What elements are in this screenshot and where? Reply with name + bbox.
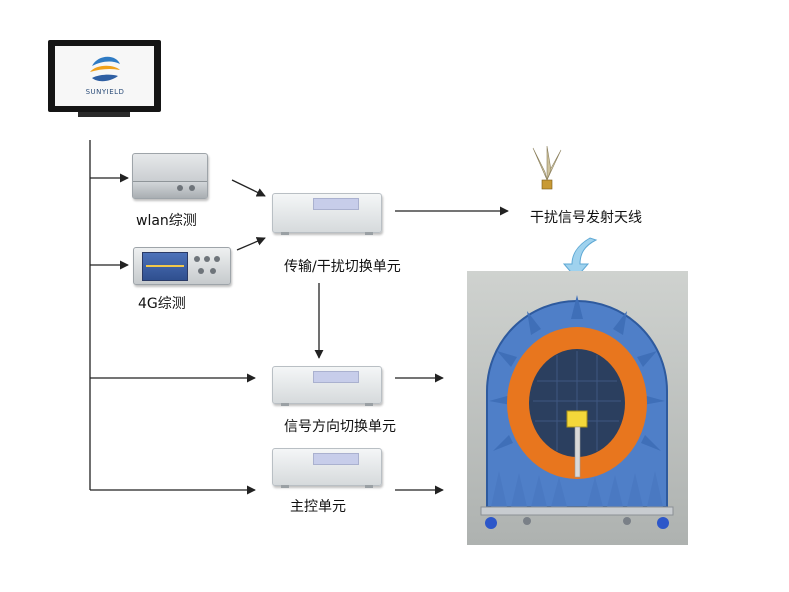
unit-foot <box>281 403 289 406</box>
monitor-stand <box>78 112 130 117</box>
anechoic-chamber-icon <box>480 295 674 529</box>
sunyield-logo-icon <box>90 56 120 82</box>
unit-foot <box>365 403 373 406</box>
knob-icon <box>194 256 200 262</box>
spectrum-trace <box>146 265 184 267</box>
transfer-unit-label: 传输/干扰切换单元 <box>284 259 401 275</box>
wlan-to-transfer <box>231 179 266 197</box>
wlan-tester-front-panel <box>133 181 207 198</box>
knob-icon <box>210 268 216 274</box>
connector-icon <box>177 185 183 191</box>
main-control-label: 主控单元 <box>290 499 346 515</box>
wlan-tester-label: wlan综测 <box>136 213 197 229</box>
unit-top-panel <box>313 453 359 465</box>
unit-foot <box>365 485 373 488</box>
knob-icon <box>214 256 220 262</box>
antenna-icon <box>532 145 562 190</box>
anechoic-chamber-image <box>467 271 688 545</box>
connector-icon <box>189 185 195 191</box>
wlan-tester-device <box>132 153 208 199</box>
direction-unit-label: 信号方向切换单元 <box>284 419 396 435</box>
unit-top-panel <box>313 198 359 210</box>
knob-icon <box>204 256 210 262</box>
antenna-label: 干扰信号发射天线 <box>530 210 642 226</box>
unit-top-panel <box>313 371 359 383</box>
direction-switching-unit <box>272 366 382 406</box>
lte-tester-screen <box>142 252 188 281</box>
unit-foot <box>281 485 289 488</box>
4g-to-transfer <box>236 237 266 251</box>
logo-text: SUNYIELD <box>85 88 125 96</box>
main-control-unit <box>272 448 382 488</box>
lte-tester-device <box>133 247 231 285</box>
transfer-switching-unit <box>272 193 382 235</box>
unit-foot <box>365 232 373 235</box>
knob-icon <box>198 268 204 274</box>
lte-tester-label: 4G综测 <box>138 296 186 312</box>
unit-foot <box>281 232 289 235</box>
